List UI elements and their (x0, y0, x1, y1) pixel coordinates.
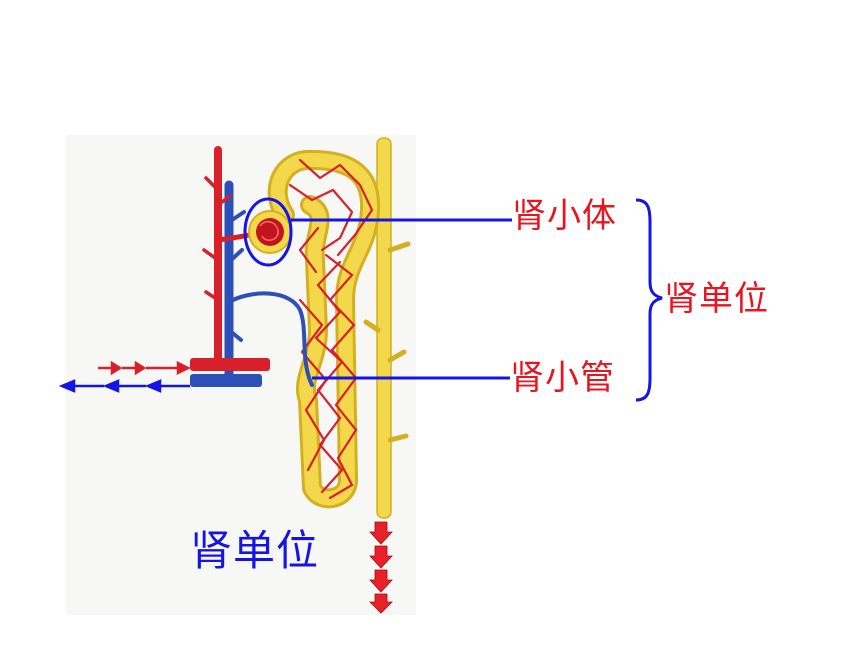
collecting-duct (363, 137, 411, 519)
corpuscle-highlight-ring (243, 197, 293, 267)
blood-in-arrows (98, 360, 191, 376)
label-renal-corpuscle: 肾小体 (512, 196, 617, 236)
nephron-brace (635, 198, 663, 402)
renal-vein (224, 180, 314, 387)
main-vessels (190, 358, 270, 387)
diagram-caption: 肾单位 (190, 526, 320, 575)
glomerulus (248, 210, 292, 254)
capillary-network (288, 158, 374, 500)
urine-flow-arrows (369, 521, 393, 614)
label-renal-tubule: 肾小管 (510, 358, 615, 398)
blood-out-arrows (58, 379, 190, 393)
label-nephron: 肾单位 (664, 279, 769, 319)
